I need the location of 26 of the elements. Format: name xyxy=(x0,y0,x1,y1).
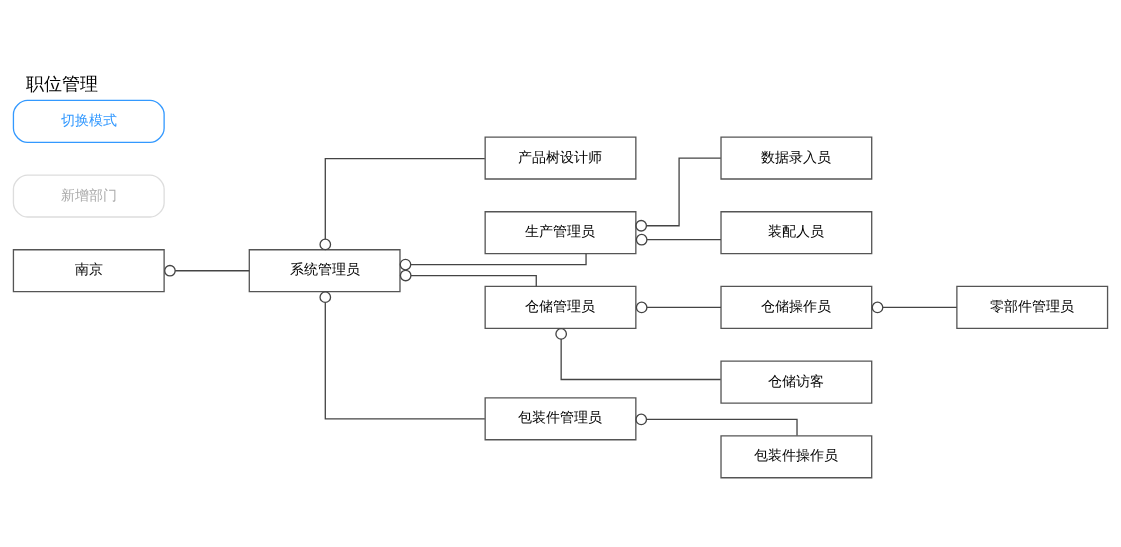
node-box: 包装件操作员 xyxy=(720,434,873,478)
node-box: 零部件管理员 xyxy=(956,285,1109,329)
node-box: 包装件管理员 xyxy=(484,396,637,440)
connector xyxy=(635,156,722,232)
connector xyxy=(635,233,722,246)
connector xyxy=(399,252,587,270)
node-box: 数据录入员 xyxy=(720,135,873,180)
node-box: 仓储操作员 xyxy=(720,285,873,329)
label: 新增部门 xyxy=(60,186,117,203)
connector xyxy=(871,301,958,313)
connector xyxy=(319,290,486,419)
connector xyxy=(164,264,250,277)
node-box: 仓储管理员 xyxy=(484,285,637,329)
node-box: 仓储访客 xyxy=(720,360,873,404)
connector xyxy=(635,413,798,436)
node-box: 装配人员 xyxy=(720,210,873,254)
connector xyxy=(399,269,537,287)
node-box: 南京 xyxy=(12,248,165,292)
connector xyxy=(635,301,722,313)
diagram-title: 职位管理 xyxy=(25,72,98,94)
connector xyxy=(319,157,486,250)
connector xyxy=(555,327,722,380)
node-box: 系统管理员 xyxy=(248,248,401,292)
label: 切换模式 xyxy=(60,111,117,128)
node-box: 产品树设计师 xyxy=(484,135,637,180)
node-box: 生产管理员 xyxy=(484,210,637,254)
